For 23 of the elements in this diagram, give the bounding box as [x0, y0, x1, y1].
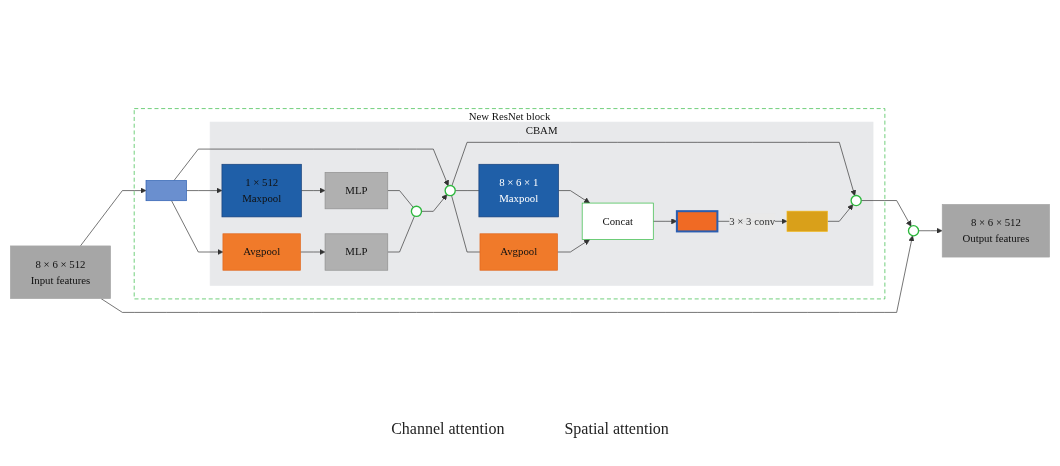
node-box: [675, 209, 719, 232]
node-box: Avgpool: [222, 232, 301, 271]
node-box: Concat: [581, 202, 654, 240]
connector: [451, 194, 481, 252]
connector: [387, 215, 415, 252]
connector: [387, 189, 414, 208]
node-box: 1 × 512 Maxpool: [221, 163, 302, 217]
connector: [454, 189, 480, 191]
node-circle: [850, 194, 862, 206]
node-box: 8 × 6 × 512 Output features: [941, 203, 1050, 257]
edge-label: 3 × 3 conv: [729, 214, 776, 227]
node-circle: [410, 205, 423, 217]
node-box: [786, 210, 828, 232]
node-box: 8 × 6 × 1 Maxpool: [478, 163, 559, 217]
node-box: MLP: [324, 171, 389, 209]
section-label: Spatial attention: [564, 420, 669, 438]
node-box: 8 × 6 × 512 Input features: [10, 245, 111, 299]
node-box: Avgpool: [479, 232, 558, 271]
node-circle: [907, 224, 920, 236]
node-box: MLP: [324, 232, 389, 271]
node-box: [145, 179, 187, 201]
node-circle: [444, 184, 456, 196]
section-label: Channel attention: [391, 420, 505, 438]
